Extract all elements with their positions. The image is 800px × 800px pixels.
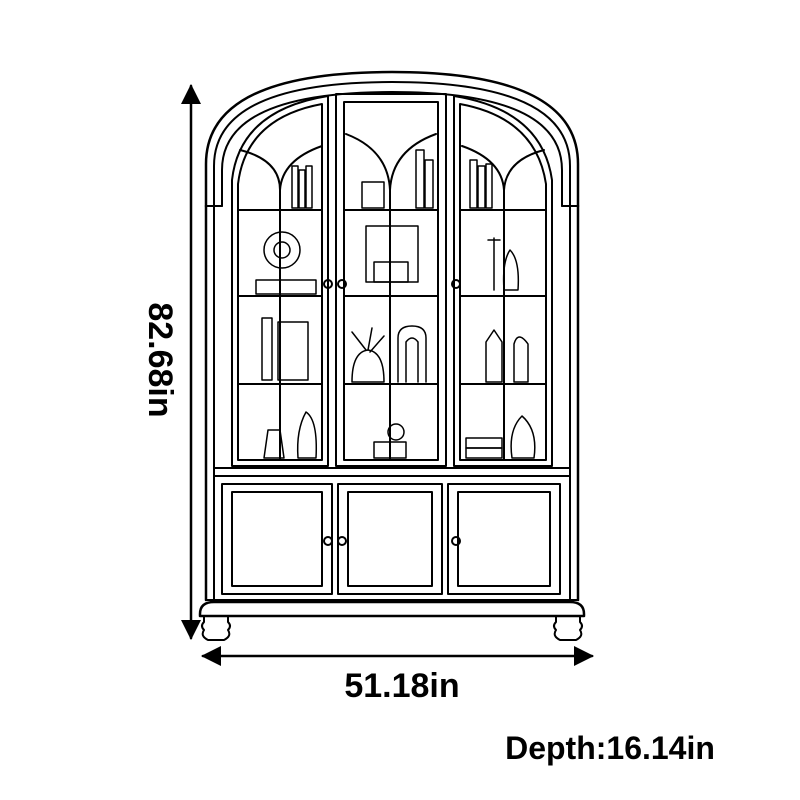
cabinet-outline: [198, 70, 586, 618]
door-knobs: [323, 279, 461, 546]
upper-glass-doors: [231, 93, 553, 467]
width-dimension-label: 51.18in: [344, 667, 460, 705]
cabinet-feet: [201, 615, 583, 641]
shelf-decor: [255, 149, 536, 459]
lower-panel-doors: [221, 483, 561, 595]
height-dimension-label: 82.68in: [141, 302, 179, 418]
depth-dimension-label: Depth:16.14in: [505, 730, 715, 766]
